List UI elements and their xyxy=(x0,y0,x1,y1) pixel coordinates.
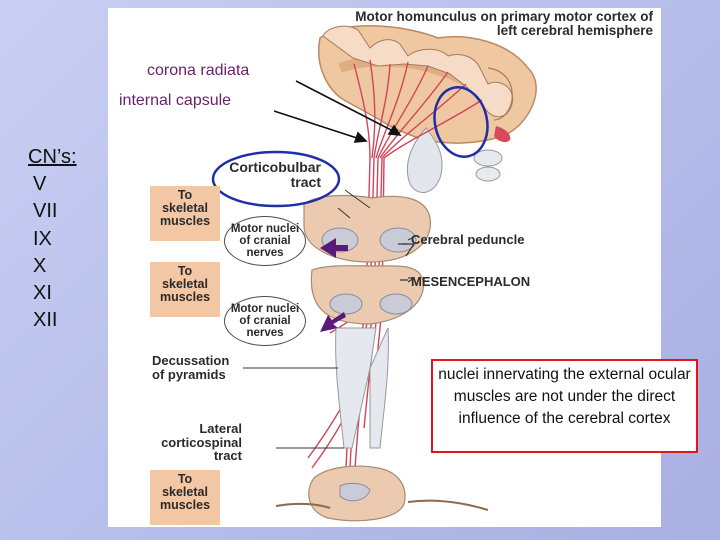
cranial-nerves-heading: CN’s: xyxy=(28,146,77,168)
arrow-icon xyxy=(320,238,348,258)
cerebral-peduncle-label: Cerebral peduncle xyxy=(411,232,525,247)
lateral-corticospinal-label: Lateral corticospinal tract xyxy=(161,421,242,464)
cranial-nerve-item: V xyxy=(33,173,47,196)
figure-title: Motor homunculus on primary motor cortex… xyxy=(355,9,653,39)
cranial-nerve-item: IX xyxy=(33,227,52,250)
cranial-nerve-item: XI xyxy=(33,282,52,305)
cranial-nerves-list: CN’s: V VII IX X XI XII xyxy=(28,144,77,334)
ocular-muscles-note: nuclei innervating the external ocular m… xyxy=(431,359,698,453)
face-region-highlight-oval xyxy=(433,86,489,158)
motor-homunculus xyxy=(322,25,514,118)
neuroanatomy-illustration xyxy=(211,25,537,522)
internal-capsule-label: internal capsule xyxy=(119,92,232,109)
cranial-nerve-item: X xyxy=(33,254,47,277)
cranial-nerve-item: XII xyxy=(33,309,58,332)
cranial-nerve-item: VII xyxy=(33,200,58,223)
corona-radiata-label: corona radiata xyxy=(147,62,250,79)
arrow-icon xyxy=(320,312,346,332)
decussation-label: Decussation of pyramids xyxy=(152,353,230,382)
anatomy-figure: Motor homunculus on primary motor cortex… xyxy=(108,8,661,527)
corticobulbar-highlight-oval xyxy=(211,150,341,208)
mesencephalon-label: MESENCEPHALON xyxy=(411,274,531,289)
corticobulbar-tract-label: Corticobulbar tract xyxy=(229,159,321,190)
